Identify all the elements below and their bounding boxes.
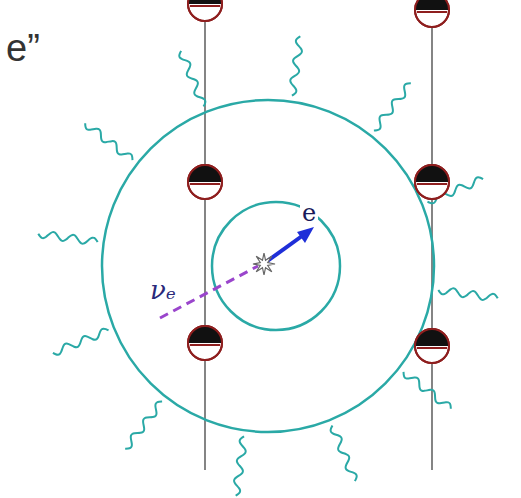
ion-symbol [415,165,449,199]
lattice-line [204,0,205,470]
ion-symbol [415,0,449,27]
ion-symbol [188,0,222,21]
photon-squiggle [53,329,109,355]
caption-fragment: e” [4,28,42,70]
photon-squiggle [234,436,246,495]
photon-squiggle [85,123,132,160]
neutrino-symbol: νₑ [148,276,178,305]
electron-arrow [266,236,302,262]
photon-squiggle [125,402,162,449]
photon-squiggle [404,372,451,409]
photon-squiggle [38,232,97,244]
arrow-head [297,227,314,243]
photon-squiggle [438,288,497,300]
photon-squiggle [179,51,205,107]
photon-squiggle [290,36,302,95]
ion-symbol [188,326,222,360]
photon-squiggle [374,83,411,130]
electron-symbol: e [300,200,318,226]
inner-cloud-circle [212,202,340,330]
photon-squiggle [331,425,357,481]
ion-symbol [415,329,449,363]
interaction-star [253,253,275,275]
ion-symbol [188,165,222,199]
outer-cloud-circle [102,100,434,432]
